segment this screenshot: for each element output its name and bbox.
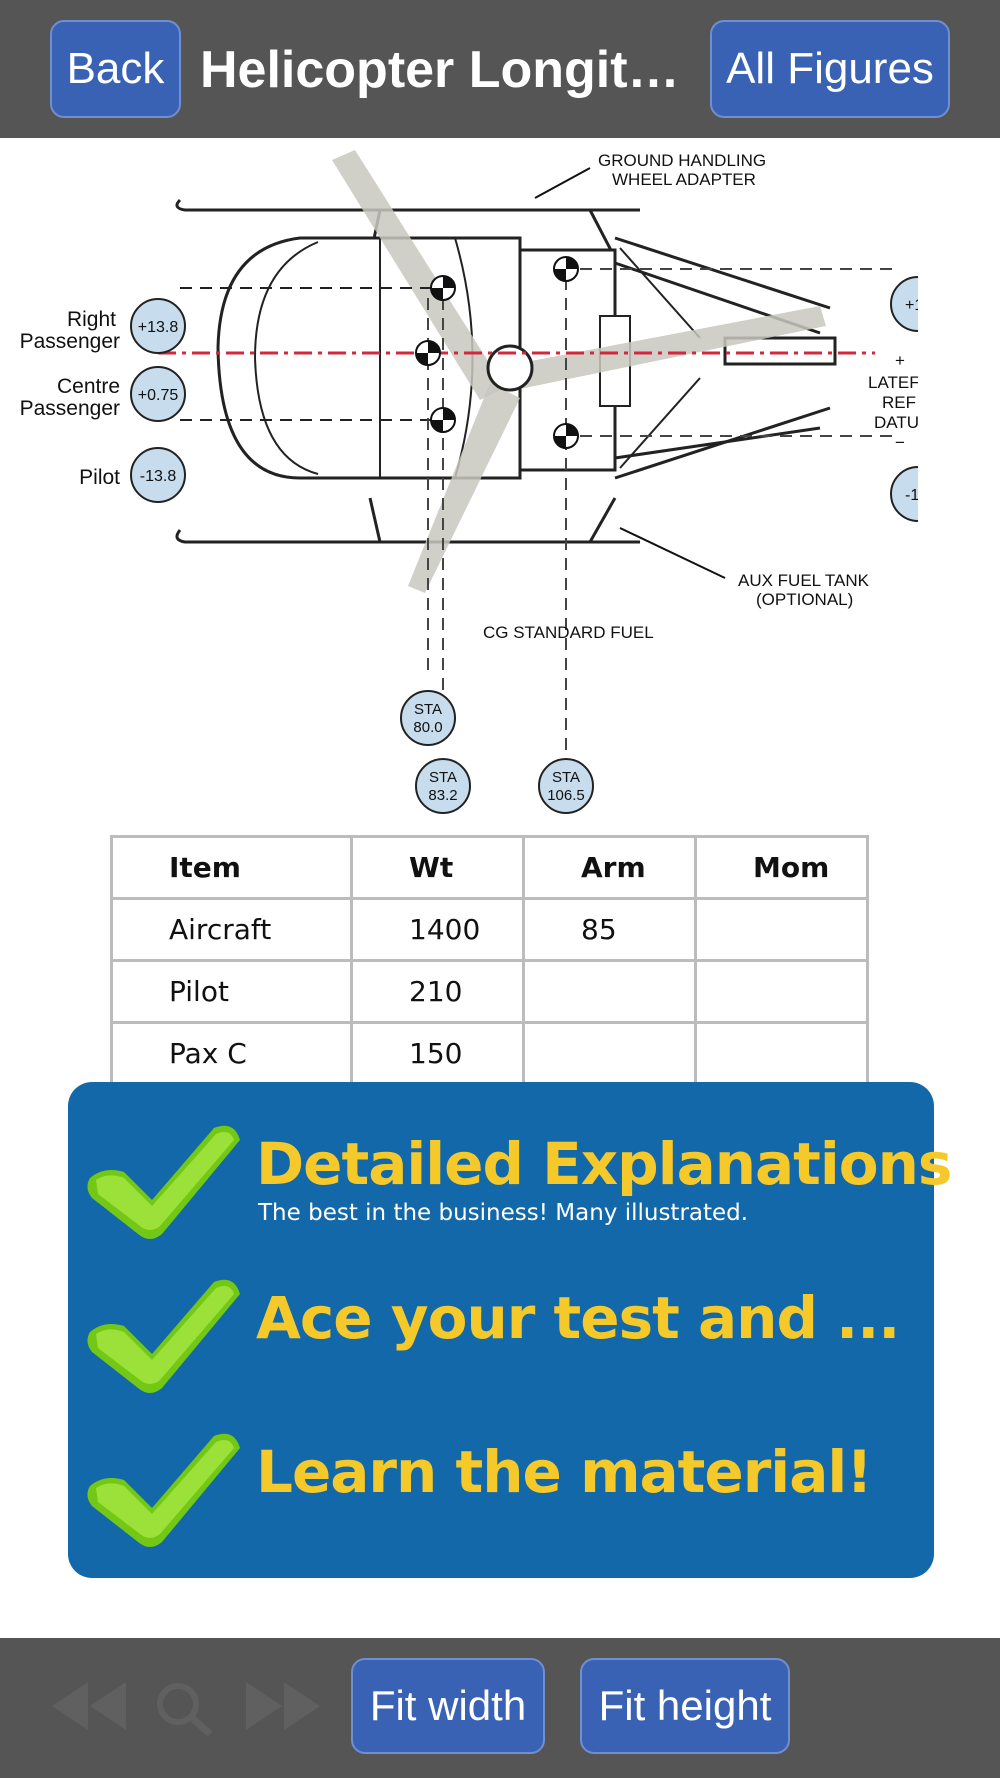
header-item: Item xyxy=(110,835,353,900)
checkmark-icon xyxy=(87,1125,240,1239)
lateral-minus: − xyxy=(895,433,905,452)
label-centre-passenger: Centre xyxy=(57,375,120,398)
back-button[interactable]: Back xyxy=(50,20,181,118)
table-row: Pilot 210 xyxy=(110,959,869,1024)
helicopter-figure: GROUND HANDLING WHEEL ADAPTER AUX FUEL T… xyxy=(0,138,1000,818)
svg-text:STA: STA xyxy=(414,701,442,718)
promo-heading-learn: Learn the material! xyxy=(256,1438,873,1506)
fast-forward-icon[interactable] xyxy=(242,1678,324,1734)
callout-cg-standard-fuel: CG STANDARD FUEL xyxy=(483,623,654,642)
svg-text:STA: STA xyxy=(552,769,580,786)
fit-width-button[interactable]: Fit width xyxy=(351,1658,545,1754)
svg-text:83.2: 83.2 xyxy=(428,787,457,804)
bubble-sta-80 xyxy=(400,690,456,746)
promo-overlay[interactable]: Detailed Explanations The best in the bu… xyxy=(68,1082,952,1578)
cg-marker-fuel-lower xyxy=(553,423,579,449)
promo-heading-explanations: Detailed Explanations xyxy=(256,1130,952,1198)
bottom-toolbar: Fit width Fit height xyxy=(0,1638,1000,1778)
weight-balance-table: Item Wt Arm Mom Aircraft 1400 85 Pilot 2… xyxy=(110,835,869,1086)
rewind-icon[interactable] xyxy=(48,1678,130,1734)
bubble-right-station xyxy=(130,298,186,354)
search-icon[interactable] xyxy=(152,1678,216,1738)
table-row: Aircraft 1400 85 xyxy=(110,897,869,962)
checkmark-icon xyxy=(87,1433,240,1547)
table-row: Pax C 150 xyxy=(110,1021,869,1086)
callout-ground-handling: GROUND HANDLING xyxy=(598,151,766,170)
upper-skid xyxy=(175,198,640,212)
label-centre-passenger-2: Passenger xyxy=(20,397,120,420)
promo-heading-ace: Ace your test and ... xyxy=(256,1284,900,1352)
header-arm: Arm xyxy=(522,835,697,900)
svg-text:80.0: 80.0 xyxy=(413,719,442,736)
fit-height-button[interactable]: Fit height xyxy=(580,1658,790,1754)
lateral-ref-3: DATU xyxy=(874,413,919,432)
helicopter-diagram: GROUND HANDLING WHEEL ADAPTER AUX FUEL T… xyxy=(20,138,1000,818)
label-right-passenger-2: Passenger xyxy=(20,330,120,353)
cg-marker-centre xyxy=(415,340,441,366)
header-wt: Wt xyxy=(350,835,525,900)
lateral-ref-2: REF xyxy=(882,393,916,412)
callout-wheel-adapter: WHEEL ADAPTER xyxy=(612,170,756,189)
bubble-centre-station xyxy=(130,366,186,422)
svg-text:-13.8: -13.8 xyxy=(140,468,177,485)
top-bar: Back Helicopter Longit… All Figures xyxy=(0,0,1000,138)
all-figures-button[interactable]: All Figures xyxy=(710,20,950,118)
cg-marker-right xyxy=(430,275,456,301)
promo-subheading: The best in the business! Many illustrat… xyxy=(258,1200,749,1226)
header-mom: Mom xyxy=(694,835,869,900)
callout-optional: (OPTIONAL) xyxy=(756,590,853,609)
lateral-plus: + xyxy=(895,351,905,370)
lateral-ref-1: LATEF xyxy=(868,373,920,392)
cg-marker-fuel-upper xyxy=(553,256,579,282)
cg-marker-pilot xyxy=(430,407,456,433)
table-header-row: Item Wt Arm Mom xyxy=(110,835,869,900)
svg-text:STA: STA xyxy=(429,769,457,786)
callout-aux-fuel: AUX FUEL TANK xyxy=(738,571,870,590)
checkmark-icon xyxy=(87,1279,240,1393)
svg-text:106.5: 106.5 xyxy=(547,787,585,804)
svg-text:-1: -1 xyxy=(905,487,919,504)
bubble-pilot-station xyxy=(130,447,186,503)
svg-text:+0.75: +0.75 xyxy=(138,387,179,404)
bubble-sta-83 xyxy=(415,758,471,814)
bubble-sta-106 xyxy=(538,758,594,814)
svg-text:+13.8: +13.8 xyxy=(138,319,179,336)
label-pilot: Pilot xyxy=(79,466,120,489)
lower-skid xyxy=(175,529,640,544)
label-right-passenger: Right xyxy=(67,308,116,331)
page-title: Helicopter Longit… xyxy=(200,41,680,99)
